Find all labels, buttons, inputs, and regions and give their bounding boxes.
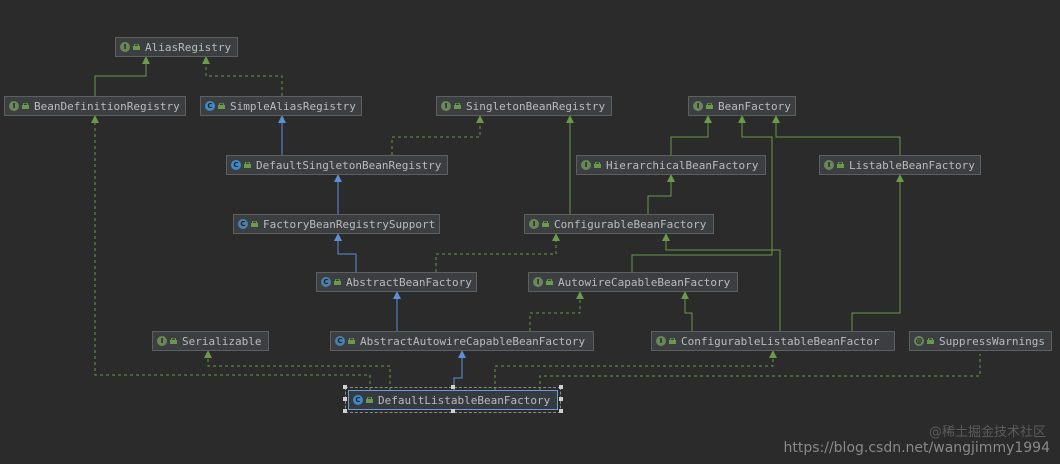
lock-icon	[706, 103, 713, 109]
selection-handle[interactable]	[559, 409, 563, 413]
node-hierarchical-bean-factory[interactable]: I HierarchicalBeanFactory	[576, 155, 766, 175]
abstract-class-icon: C	[321, 277, 331, 287]
edge-hbf-bf	[670, 115, 712, 155]
node-label: AutowireCapableBeanFactory	[558, 275, 731, 289]
node-label: ConfigurableBeanFactory	[554, 217, 707, 231]
node-default-singleton-bean-registry[interactable]: C DefaultSingletonBeanRegistry	[226, 155, 448, 175]
class-icon: C	[231, 160, 241, 170]
node-singleton-bean-registry[interactable]: I SingletonBeanRegistry	[436, 96, 612, 116]
edge-dlbf-aacbf	[453, 350, 466, 390]
node-autowire-capable-bean-factory[interactable]: I AutowireCapableBeanFactory	[528, 272, 738, 292]
annotation-icon: @	[914, 336, 924, 346]
interface-icon: I	[581, 160, 591, 170]
node-simple-alias-registry[interactable]: C SimpleAliasRegistry	[200, 96, 362, 116]
node-configurable-listable-bean-factory[interactable]: I ConfigurableListableBeanFactor	[651, 331, 895, 351]
lock-icon	[454, 103, 461, 109]
interface-icon: I	[441, 101, 451, 111]
edge-aacbf-acbf	[529, 291, 584, 331]
edge-bdr-alias	[94, 56, 150, 96]
selection-handle[interactable]	[451, 409, 455, 413]
selection-handle[interactable]	[343, 409, 347, 413]
node-label: SimpleAliasRegistry	[230, 99, 356, 113]
lock-icon	[170, 338, 177, 344]
edge-sar-alias	[202, 56, 283, 96]
node-label: AbstractAutowireCapableBeanFactory	[360, 334, 586, 348]
lock-icon	[594, 162, 601, 168]
node-listable-bean-factory[interactable]: I ListableBeanFactory	[819, 155, 981, 175]
node-serializable[interactable]: I Serializable	[152, 331, 269, 351]
interface-icon: I	[529, 219, 539, 229]
edge-abf-fbrs	[334, 233, 357, 272]
class-icon: C	[205, 101, 215, 111]
node-bean-factory[interactable]: I BeanFactory	[688, 96, 796, 116]
node-label: ListableBeanFactory	[849, 158, 975, 172]
lock-icon	[251, 221, 258, 227]
interface-icon: I	[9, 101, 19, 111]
node-abstract-bean-factory[interactable]: C AbstractBeanFactory	[316, 272, 477, 292]
edge-dlbf-bdr	[91, 115, 371, 390]
node-default-listable-bean-factory[interactable]: C DefaultListableBeanFactory	[345, 387, 561, 413]
lock-icon	[244, 162, 251, 168]
lock-icon	[22, 103, 29, 109]
node-suppress-warnings[interactable]: @ SuppressWarnings	[909, 331, 1052, 351]
lock-icon	[334, 279, 341, 285]
node-abstract-autowire-capable-bean-factory[interactable]: C AbstractAutowireCapableBeanFactory	[330, 331, 594, 351]
node-bean-definition-registry[interactable]: I BeanDefinitionRegistry	[4, 96, 186, 116]
class-icon: C	[353, 395, 363, 405]
interface-icon: I	[693, 101, 703, 111]
lock-icon	[546, 279, 553, 285]
lock-icon	[927, 338, 934, 344]
abstract-class-icon: C	[335, 336, 345, 346]
lock-icon	[542, 221, 549, 227]
node-label: Serializable	[182, 334, 262, 348]
node-label: SuppressWarnings	[939, 334, 1045, 348]
selection-handle[interactable]	[343, 397, 347, 401]
selection-handle[interactable]	[559, 385, 563, 389]
interface-icon: I	[656, 336, 666, 346]
node-label: BeanDefinitionRegistry	[34, 99, 180, 113]
edge-dlbf-sw	[539, 354, 981, 390]
edge-dlbf-ser	[204, 350, 391, 390]
watermark-url: https://blog.csdn.net/wangjimmy1994	[783, 440, 1050, 456]
node-label: FactoryBeanRegistrySupport	[263, 217, 436, 231]
edge-abf-cbf	[435, 233, 560, 272]
edge-dlbf-clbf	[494, 350, 777, 390]
node-configurable-bean-factory[interactable]: I ConfigurableBeanFactory	[524, 214, 714, 234]
interface-icon: I	[157, 336, 167, 346]
edge-acbf-bf	[631, 115, 773, 272]
watermark-brand: @稀土掘金技术社区	[928, 425, 1046, 440]
node-label: SingletonBeanRegistry	[466, 99, 606, 113]
node-label: AliasRegistry	[145, 40, 232, 54]
node-label: AbstractBeanFactory	[346, 275, 472, 289]
node-factory-bean-registry-support[interactable]: C FactoryBeanRegistrySupport	[233, 214, 440, 234]
lock-icon	[837, 162, 844, 168]
selection-handle[interactable]	[559, 397, 563, 401]
node-label: HierarchicalBeanFactory	[606, 158, 759, 172]
selection-handle[interactable]	[451, 385, 455, 389]
edge-dsbr-sbr	[391, 115, 484, 155]
edge-cbf-hbf	[647, 174, 675, 214]
node-label: ConfigurableListableBeanFactor	[681, 334, 880, 348]
abstract-class-icon: C	[238, 219, 248, 229]
lock-icon	[218, 103, 225, 109]
lock-icon	[366, 397, 373, 403]
lock-icon	[348, 338, 355, 344]
selection-handle[interactable]	[343, 385, 347, 389]
node-label: DefaultListableBeanFactory	[378, 393, 551, 407]
interface-icon: I	[533, 277, 543, 287]
edge-clbf-acbf	[681, 291, 693, 331]
node-alias-registry[interactable]: I AliasRegistry	[115, 37, 238, 57]
interface-icon: I	[824, 160, 834, 170]
node-label: DefaultSingletonBeanRegistry	[256, 158, 442, 172]
edge-clbf-cbf	[662, 233, 781, 331]
interface-icon: I	[120, 42, 130, 52]
edge-lbf-bf	[772, 115, 901, 155]
lock-icon	[669, 338, 676, 344]
lock-icon	[133, 44, 140, 50]
node-label: BeanFactory	[718, 99, 791, 113]
edge-clbf-lbf	[851, 174, 904, 331]
